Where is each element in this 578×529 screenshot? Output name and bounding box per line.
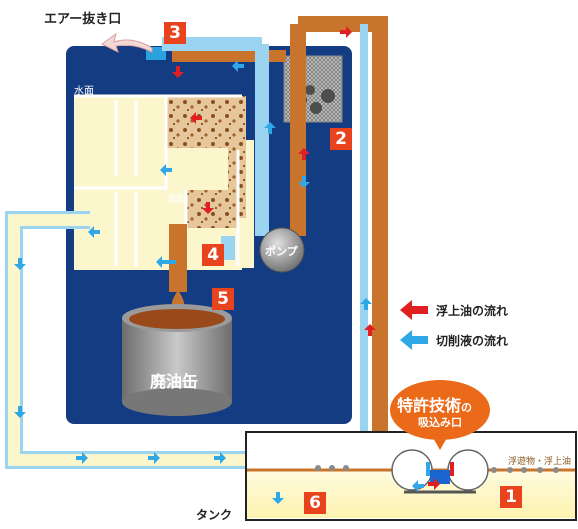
legend-clean-arrow-icon: [400, 330, 428, 350]
air-vent-arrow: [101, 32, 153, 53]
water-surface-label: 水面: [74, 86, 94, 97]
oil-drain-pipe: [169, 224, 187, 292]
waste-oil-can: [122, 304, 232, 416]
step-badge-6: 6: [304, 492, 326, 514]
clean-flow-arrows: [14, 60, 424, 504]
waste-can-label: 廃油缶: [150, 372, 199, 391]
oil-flow-arrows: [172, 26, 440, 490]
patent-main-label: 特許技術: [397, 396, 462, 415]
step-badge-3: 3: [164, 22, 186, 44]
patent-callout-text: 特許技術の: [397, 392, 472, 416]
patent-callout: [390, 380, 490, 450]
floating-label: 浮遊物・浮上油: [508, 457, 572, 467]
floating-debris: [315, 465, 559, 473]
patent-sub-label: 吸込み口: [418, 416, 462, 429]
suction-inlet: [391, 449, 489, 494]
step-badge-4: 4: [202, 244, 224, 266]
oil-surface-label: 油面: [166, 194, 186, 205]
patent-no-label: の: [461, 401, 473, 414]
pump-label: ポンプ: [265, 245, 298, 258]
step-badge-5: 5: [212, 288, 234, 310]
legend-clean-label: 切削液の流れ: [436, 334, 509, 348]
tank-label: タンク: [196, 508, 233, 522]
legend-oil-label: 浮上油の流れ: [436, 304, 509, 318]
step-badge-1: 1: [500, 486, 522, 508]
step-badge-2: 2: [330, 128, 352, 150]
pump: [259, 227, 305, 273]
oil-zones: [166, 96, 246, 228]
air-vent-label: エアー抜き口: [44, 12, 122, 27]
legend-oil-arrow-icon: [400, 300, 428, 320]
clean-return-pipe: [162, 24, 368, 492]
